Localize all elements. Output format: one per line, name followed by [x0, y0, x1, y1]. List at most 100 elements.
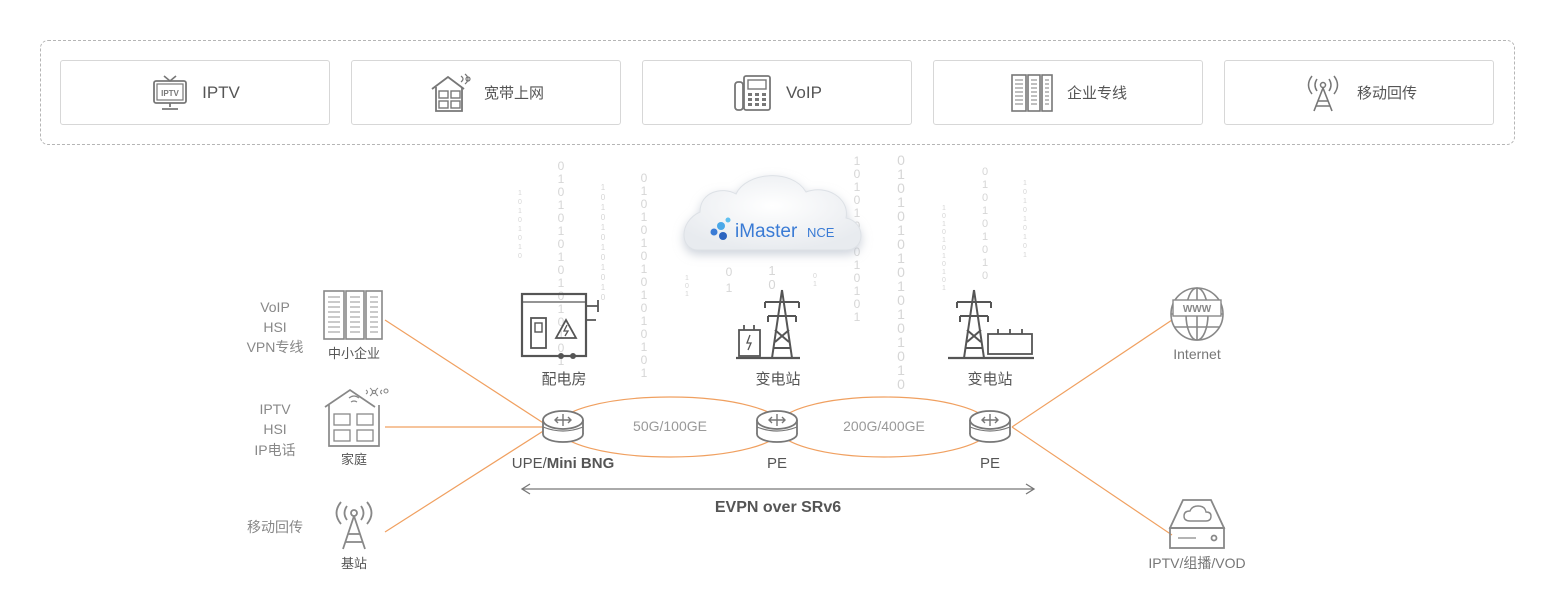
- binary-digit: 0: [558, 341, 565, 355]
- binary-digit: 0: [518, 199, 522, 206]
- service-card-broadband[interactable]: 宽带上网: [351, 60, 621, 125]
- binary-digit: 1: [558, 354, 565, 368]
- binary-digit: 1: [897, 334, 905, 350]
- binary-digit: 1: [641, 236, 648, 250]
- binary-digit: 0: [641, 223, 648, 237]
- binary-digit: 0: [558, 237, 565, 251]
- binary-digit: 0: [942, 245, 946, 252]
- enterprise-building-icon: [323, 290, 383, 340]
- imaster-nce-cloud: [683, 175, 862, 251]
- binary-digit: 1: [601, 283, 606, 292]
- binary-digit: 0: [897, 348, 905, 364]
- binary-digit: 0: [641, 327, 648, 341]
- binary-rain-decoration: 1010101001010101010101011010101010100101…: [518, 152, 1027, 392]
- binary-digit: 0: [982, 270, 988, 282]
- phone-icon: [734, 74, 771, 111]
- binary-digit: 0: [685, 283, 689, 290]
- binary-digit: 0: [854, 167, 861, 181]
- internet-globe-icon: WWW: [1170, 287, 1224, 341]
- substation-icon-2: [948, 289, 1034, 360]
- service-label: 企业专线: [1066, 85, 1127, 102]
- binary-digit: 1: [897, 278, 905, 294]
- binary-digit: 0: [558, 211, 565, 225]
- binary-digit: 1: [897, 362, 905, 378]
- binary-digit: 1: [685, 291, 689, 298]
- link-pe-iptv: [1011, 426, 1173, 536]
- cloud-brand: iMaster: [735, 221, 798, 242]
- binary-digit: 1: [601, 263, 606, 272]
- binary-digit: 1: [942, 253, 946, 260]
- binary-digit: 1: [897, 250, 905, 266]
- home-icon: [324, 387, 389, 447]
- binary-digit: 1: [558, 328, 565, 342]
- site-label-enterprise: 中小企业: [328, 346, 380, 361]
- service-card-enterprise[interactable]: 企业专线: [933, 60, 1203, 125]
- binary-digit: 1: [897, 194, 905, 210]
- binary-digit: 1: [518, 208, 522, 215]
- imaster-logo-icon: [710, 217, 731, 240]
- binary-digit: 0: [518, 253, 522, 260]
- binary-digit: 1: [942, 269, 946, 276]
- link-basestation-upe: [384, 427, 549, 533]
- binary-digit: 0: [601, 213, 606, 222]
- binary-digit: 1: [982, 257, 988, 269]
- site-service: HSI: [263, 421, 286, 437]
- router-pe-2[interactable]: [969, 410, 1011, 443]
- media-server-icon: [1168, 499, 1226, 549]
- site-service: 移动回传: [247, 519, 303, 535]
- binary-digit: 0: [1023, 225, 1027, 232]
- site-service: IPTV: [259, 401, 291, 417]
- services-frame: [40, 40, 1515, 145]
- binary-digit: 0: [768, 277, 775, 292]
- binary-digit: 1: [641, 340, 648, 354]
- binary-digit: 1: [641, 262, 648, 276]
- binary-digit: 1: [518, 244, 522, 251]
- binary-digit: 0: [897, 208, 905, 224]
- binary-digit: 0: [601, 193, 606, 202]
- substation-icon-1: [736, 289, 800, 360]
- binary-digit: 0: [854, 193, 861, 207]
- service-card-iptv[interactable]: IPTV IPTV: [60, 60, 330, 125]
- binary-digit: 0: [641, 301, 648, 315]
- binary-digit: 1: [768, 263, 775, 278]
- binary-digit: 1: [897, 222, 905, 238]
- power-distribution-room-icon: [520, 292, 599, 359]
- router-pe-1[interactable]: [756, 410, 798, 443]
- binary-digit: 1: [982, 179, 988, 191]
- base-station-icon: [335, 501, 373, 550]
- binary-digit: 0: [942, 229, 946, 236]
- facility-label-3: 变电站: [967, 371, 1012, 388]
- binary-digit: 1: [558, 224, 565, 238]
- binary-digit: 0: [518, 235, 522, 242]
- binary-digit: 0: [558, 289, 565, 303]
- service-card-voip[interactable]: VoIP: [642, 60, 912, 125]
- binary-digit: 0: [558, 263, 565, 277]
- binary-digit: 0: [1023, 243, 1027, 250]
- tv-icon-text: IPTV: [161, 89, 179, 98]
- binary-digit: 1: [558, 276, 565, 290]
- binary-digit: 1: [942, 285, 946, 292]
- binary-digit: 0: [558, 185, 565, 199]
- binary-digit: 0: [942, 277, 946, 284]
- binary-digit: 1: [942, 221, 946, 228]
- binary-digit: 0: [982, 192, 988, 204]
- link-enterprise-upe: [384, 319, 549, 427]
- binary-digit: 0: [601, 293, 606, 302]
- binary-digit: 0: [518, 217, 522, 224]
- binary-digit: 0: [601, 253, 606, 262]
- service-card-mobile-backhaul[interactable]: 移动回传: [1224, 60, 1494, 125]
- svg-text:WWW: WWW: [1183, 304, 1212, 315]
- binary-digit: 0: [942, 261, 946, 268]
- binary-digit: 1: [558, 198, 565, 212]
- link-pe-internet: [1011, 319, 1173, 428]
- router-upe[interactable]: [542, 410, 584, 443]
- binary-digit: 0: [982, 166, 988, 178]
- site-label-basestation: 基站: [341, 556, 367, 571]
- binary-digit: 0: [854, 245, 861, 259]
- binary-digit: 0: [897, 292, 905, 308]
- tv-icon: IPTV: [153, 74, 187, 110]
- binary-digit: 0: [854, 297, 861, 311]
- binary-digit: 0: [641, 353, 648, 367]
- site-label-home: 家庭: [341, 452, 367, 467]
- binary-digit: 0: [897, 152, 905, 168]
